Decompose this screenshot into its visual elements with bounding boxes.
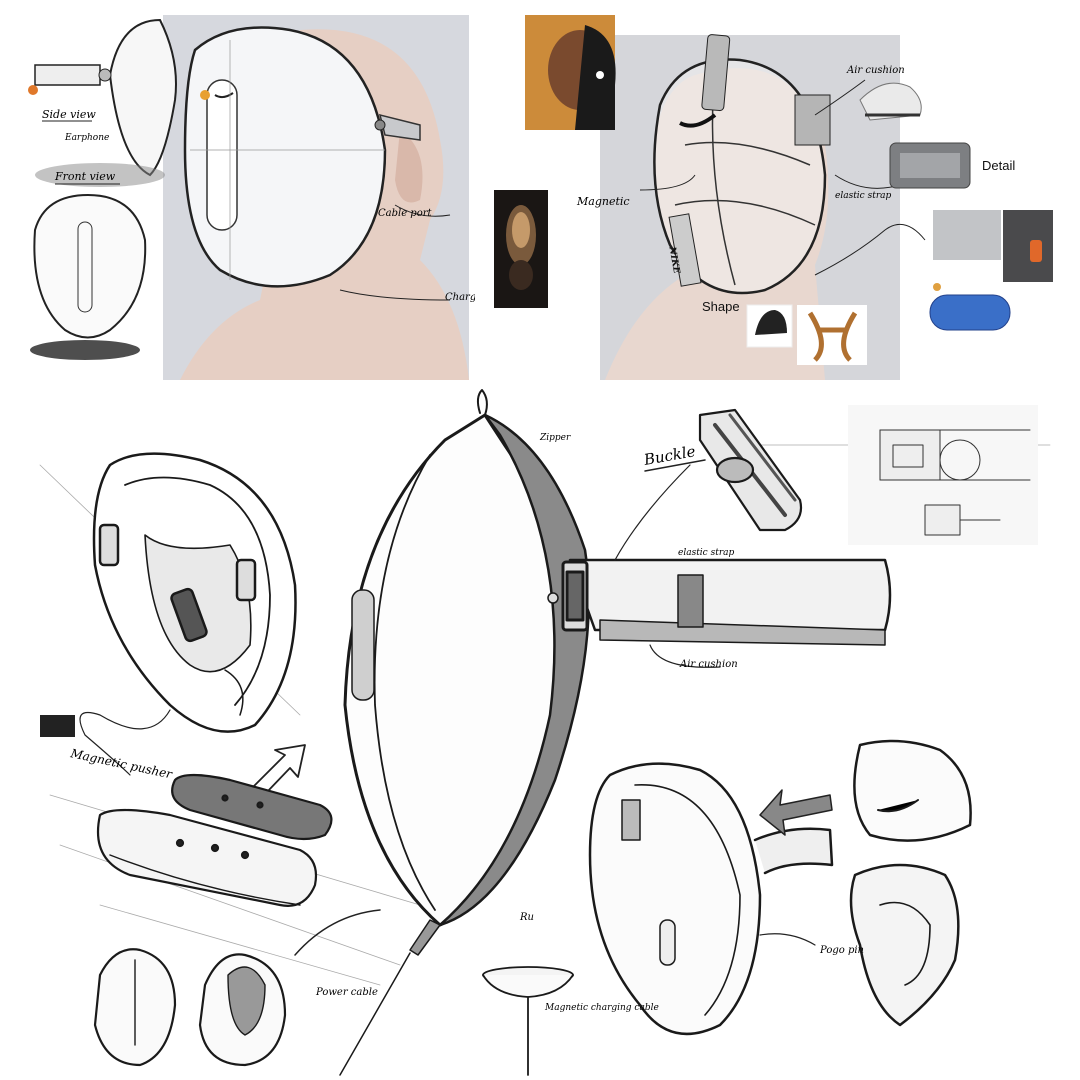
helmet-image xyxy=(755,310,787,335)
central-mask-sketch xyxy=(339,389,892,1076)
technical-drawing xyxy=(848,405,1038,545)
small-shell-sketches xyxy=(93,948,287,1067)
annotation-cable: Cable port xyxy=(378,208,433,219)
svg-text:NIKE: NIKE xyxy=(666,245,681,275)
material-swatch-2 xyxy=(1003,210,1053,282)
product-photo-dark xyxy=(494,190,548,308)
top-strap xyxy=(701,34,731,112)
label-detail: Detail xyxy=(982,158,1016,173)
render-panel-right: NIKE Magnetic Air cushion elastic strap … xyxy=(525,15,1065,385)
svg-text:elastic strap: elastic strap xyxy=(678,548,734,558)
arrow-icon-2 xyxy=(759,789,833,836)
annotation-magnetic: Magnetic xyxy=(576,195,630,208)
blue-case xyxy=(929,294,1011,331)
inner-shell-sketch xyxy=(92,452,297,733)
buckle-sketch xyxy=(698,408,803,532)
label-shape: Shape xyxy=(702,299,740,314)
svg-text:Air cushion: Air cushion xyxy=(679,659,738,670)
annotation-elastic: elastic strap xyxy=(835,191,891,201)
material-swatch-1 xyxy=(933,210,1001,260)
mask-slot xyxy=(206,79,238,231)
svg-text:Power cable: Power cable xyxy=(315,987,378,998)
annotation-front-view: Front view xyxy=(54,170,116,183)
connector-icon xyxy=(40,715,75,737)
nike-strap xyxy=(668,213,702,287)
side-view-mask xyxy=(108,18,177,177)
cage-mask xyxy=(653,58,827,295)
svg-text:Ru: Ru xyxy=(519,912,534,923)
svg-text:Zipper: Zipper xyxy=(539,433,571,443)
annotation-magnetic-pusher: Magnetic pusher xyxy=(68,746,174,782)
svg-text:Earphone: Earphone xyxy=(64,133,109,143)
side-view-strap xyxy=(34,64,101,86)
annotation-air-cushion: Air cushion xyxy=(846,65,905,76)
vest-image xyxy=(807,311,858,362)
swoosh-icon xyxy=(679,113,717,128)
swoosh-icon xyxy=(214,92,234,99)
sneaker-image xyxy=(859,82,922,121)
svg-text:Magnetic charging cable: Magnetic charging cable xyxy=(544,1003,659,1013)
annotation-charging: Charging point xyxy=(445,292,475,303)
front-view-mask xyxy=(33,193,147,339)
exploded-mask-sketch xyxy=(588,739,972,1036)
svg-text:Pogo pin: Pogo pin xyxy=(819,945,864,956)
annotation-side-view: Side view xyxy=(42,108,96,121)
render-panel-left: Cable port Charging point Side view Earp… xyxy=(0,0,475,385)
charger-base-sketch xyxy=(482,966,574,1076)
side-buckle xyxy=(794,94,831,146)
sketch-area: Magnetic pusher xyxy=(0,385,1080,1080)
magnetic-pads xyxy=(96,773,333,907)
annotation-buckle: Buckle xyxy=(642,442,697,469)
